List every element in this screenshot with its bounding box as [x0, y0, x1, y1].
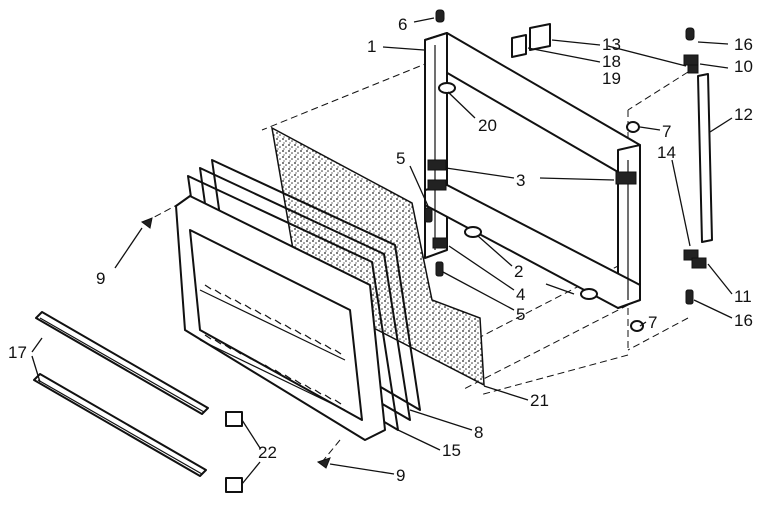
callout-20: 20 [478, 116, 497, 135]
inner-door-liner [175, 195, 386, 441]
rail-end-caps [225, 411, 243, 493]
shelf-ribs [204, 284, 342, 405]
callout-22: 22 [258, 443, 277, 462]
callout-19: 19 [602, 69, 621, 88]
hinge-brackets [427, 159, 637, 191]
callout-4: 4 [516, 285, 525, 304]
callout-5b: 5 [516, 305, 525, 324]
side-trim-strip [697, 73, 713, 243]
callout-9a: 9 [96, 269, 105, 288]
door-outer-frame [424, 32, 641, 309]
callout-6: 6 [398, 15, 407, 34]
callout-leaders [31, 17, 733, 485]
callout-16a: 16 [734, 35, 753, 54]
small-hardware [140, 9, 707, 469]
callout-15: 15 [442, 441, 461, 460]
callout-18: 18 [602, 52, 621, 71]
callout-5a: 5 [396, 149, 405, 168]
callout-10: 10 [734, 57, 753, 76]
callout-1: 1 [367, 37, 376, 56]
callout-16b: 16 [734, 311, 753, 330]
callout-9b: 9 [396, 466, 405, 485]
callout-13: 13 [602, 35, 621, 54]
callout-labels: 1 2 3 4 5 5 6 7 7 8 9 9 10 11 12 13 14 1… [8, 15, 753, 485]
callout-2: 2 [514, 262, 523, 281]
label-plates [511, 23, 551, 58]
callout-3: 3 [516, 171, 525, 190]
callout-11: 11 [734, 287, 752, 306]
callout-7a: 7 [662, 122, 671, 141]
callout-12: 12 [734, 105, 753, 124]
callout-14: 14 [657, 143, 676, 162]
callout-8: 8 [474, 423, 483, 442]
callout-21: 21 [530, 391, 549, 410]
shelf-rails [33, 311, 209, 477]
callout-7b: 7 [648, 313, 657, 332]
callout-17: 17 [8, 343, 27, 362]
